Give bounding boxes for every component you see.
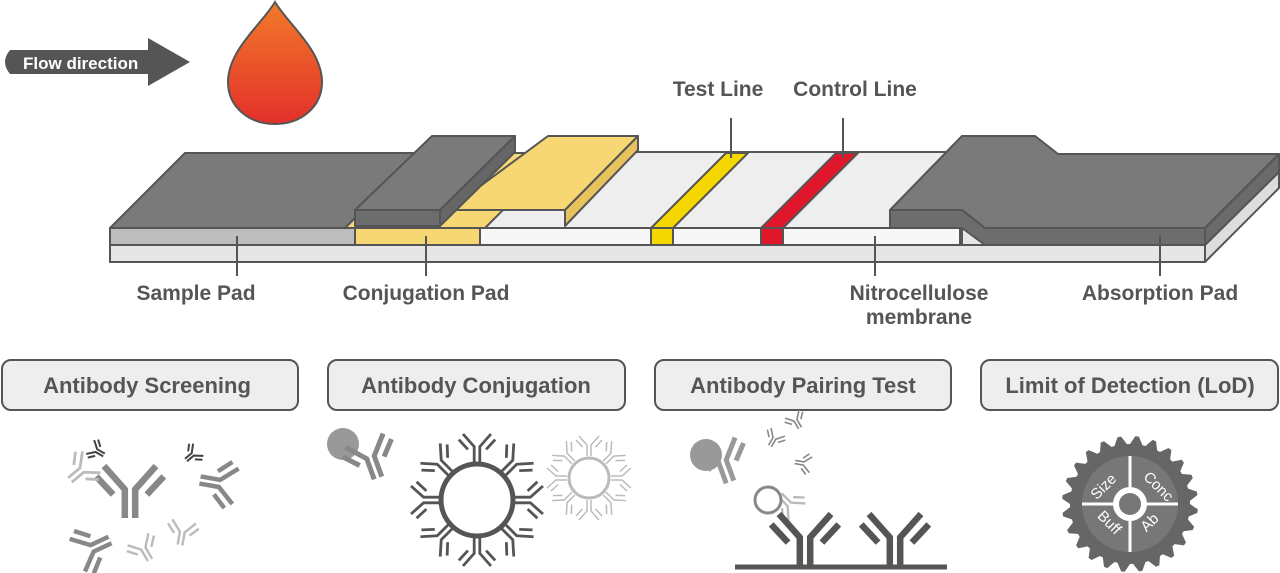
antigen-icon bbox=[753, 485, 783, 515]
antibody-icon bbox=[575, 435, 603, 456]
antibody-icon bbox=[602, 491, 626, 515]
antibody-icon bbox=[457, 538, 497, 567]
nanoparticle-icon bbox=[567, 456, 611, 500]
antibody-icon bbox=[777, 492, 806, 521]
antibody-icon bbox=[794, 453, 813, 475]
step-label: Antibody Pairing Test bbox=[690, 373, 916, 398]
antibody-icon bbox=[575, 500, 603, 521]
antibody-icon bbox=[784, 409, 804, 430]
antibody-icon bbox=[184, 443, 204, 462]
antibody-conjugation-illustration bbox=[327, 428, 632, 567]
control-line-label: Control Line bbox=[793, 78, 917, 101]
antibody-icon bbox=[515, 480, 544, 520]
nitrocellulose-label-line1: Nitrocellulose bbox=[850, 282, 989, 305]
antibody-icon bbox=[69, 528, 113, 573]
absorption-pad-label: Absorption Pad bbox=[1082, 282, 1238, 305]
antibody-icon bbox=[93, 463, 167, 518]
antibody-icon bbox=[552, 441, 576, 465]
step-label: Limit of Detection (LoD) bbox=[1005, 373, 1254, 398]
flow-direction-label: Flow direction bbox=[23, 54, 138, 73]
leader-lines bbox=[236, 118, 1161, 276]
antibody-icon bbox=[341, 432, 394, 481]
antibody-icon bbox=[67, 451, 101, 484]
antibody-icon bbox=[457, 433, 497, 462]
antibody-icon bbox=[85, 439, 106, 459]
test-line-label: Test Line bbox=[673, 78, 764, 101]
test-strip bbox=[109, 135, 1280, 263]
antibody-icon bbox=[766, 427, 786, 448]
antibody-icon bbox=[500, 523, 534, 557]
antibody-icon bbox=[420, 523, 454, 557]
antibody-icon bbox=[198, 460, 240, 510]
conjugation-pad-label: Conjugation Pad bbox=[343, 282, 510, 305]
gear-icon: Size Conc Buff Ab bbox=[1062, 436, 1198, 572]
step-limit-of-detection[interactable]: Limit of Detection (LoD) bbox=[980, 359, 1279, 411]
antibody-icon bbox=[410, 480, 439, 520]
step-antibody-pairing-test[interactable]: Antibody Pairing Test bbox=[654, 359, 952, 411]
sample-pad-label: Sample Pad bbox=[136, 282, 255, 305]
antibody-icon bbox=[602, 441, 626, 465]
nitrocellulose-label-line2: membrane bbox=[866, 306, 972, 329]
antibody-icon bbox=[768, 511, 842, 566]
antibody-icon bbox=[611, 464, 632, 492]
antibody-icon bbox=[858, 511, 932, 566]
gold-nanoparticle-icon bbox=[327, 428, 359, 460]
step-label: Antibody Conjugation bbox=[361, 373, 591, 398]
antibody-icon bbox=[552, 491, 576, 515]
flow-direction-arrow: Flow direction bbox=[5, 38, 190, 86]
nanoparticle-icon bbox=[438, 461, 516, 539]
antibody-icon bbox=[126, 532, 156, 562]
antibody-icon bbox=[500, 443, 534, 477]
antibody-icon bbox=[546, 464, 567, 492]
blood-drop-icon bbox=[226, 0, 324, 126]
antibody-pairing-illustration bbox=[690, 409, 947, 570]
step-antibody-screening[interactable]: Antibody Screening bbox=[1, 359, 299, 411]
antibody-icon bbox=[166, 518, 200, 546]
antibody-screening-illustration bbox=[67, 439, 240, 573]
antibody-icon bbox=[420, 443, 454, 477]
step-antibody-conjugation[interactable]: Antibody Conjugation bbox=[327, 359, 626, 411]
step-label: Antibody Screening bbox=[43, 373, 251, 398]
antibody-icon bbox=[693, 436, 746, 485]
